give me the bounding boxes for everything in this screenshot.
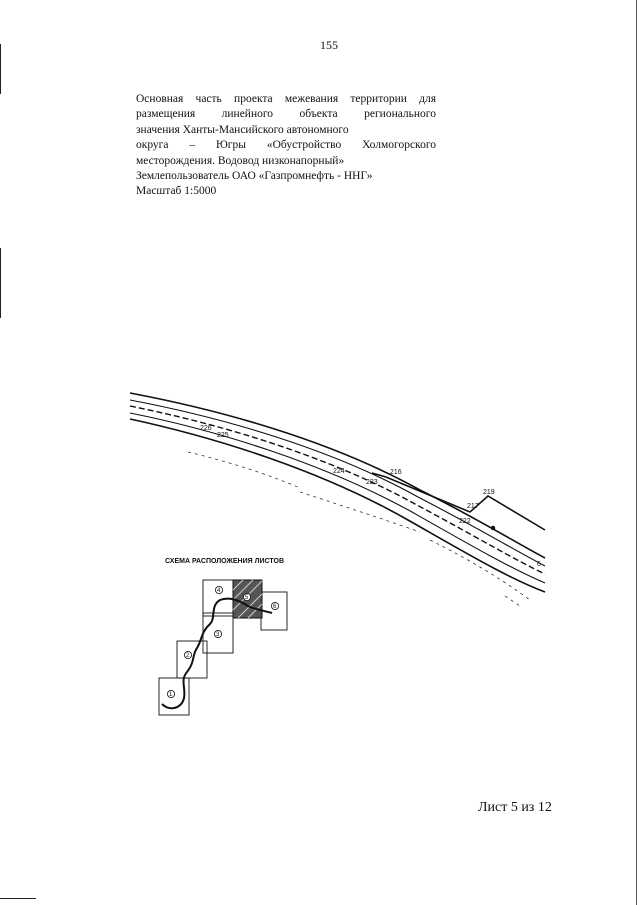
terrain-dash-3 (429, 539, 531, 601)
corridor-line-3 (129, 405, 546, 575)
point-label-225: 225 (217, 432, 229, 439)
sheet-number-4: 4 (217, 588, 221, 594)
header-line-1: Основная часть проекта межевания террито… (136, 93, 436, 105)
sheet-number-1: 1 (169, 692, 173, 698)
scan-edge-mark (636, 0, 637, 905)
terrain-dash-1 (187, 451, 301, 489)
route-line (161, 597, 273, 710)
sheet-number-5: 5 (245, 595, 249, 601)
sheet-number-3: 3 (216, 632, 220, 638)
header-line-5: месторождения. Водовод низконапорный» (136, 154, 345, 167)
sheet-layout-scheme (158, 579, 288, 716)
corridor-line-2 (129, 399, 546, 567)
header-line-6: Землепользователь ОАО «Газпромнефть - НН… (136, 170, 373, 183)
scheme-title: СХЕМА РАСПОЛОЖЕНИЯ ЛИСТОВ (165, 558, 284, 565)
allotment-boundary (371, 472, 546, 531)
header-line-2: размещения линейного объекта регионально… (136, 108, 436, 121)
sheet-frame-2 (176, 640, 208, 679)
point-label-222: 222 (459, 518, 471, 525)
scan-edge-mark (0, 898, 36, 899)
point-label-217: 217 (467, 503, 479, 510)
corridor-line-5 (129, 418, 546, 593)
sheet-number-circle-4 (214, 586, 223, 595)
sheet-number-2: 2 (186, 653, 190, 659)
point-label-216: 216 (390, 469, 402, 476)
vertex-marker (490, 525, 496, 531)
header-line-7: Масштаб 1:5000 (136, 185, 217, 198)
sheet-counter: Лист 5 из 12 (478, 800, 552, 815)
terrain-dash-2 (299, 491, 421, 533)
corridor-line-4 (129, 412, 546, 584)
sheet-frame-1 (158, 677, 190, 716)
sheet-numbers: 1 2 3 4 5 6 (166, 586, 279, 699)
scan-edge-mark (0, 248, 1, 318)
sheet-number-6: 6 (273, 604, 277, 610)
sheet-number-circle-6 (270, 602, 279, 611)
point-label-224: 224 (333, 468, 345, 475)
sheet-number-circle-5 (242, 593, 251, 602)
corridor-lines (129, 392, 546, 593)
document-header: Основная часть проекта межевания террито… (136, 92, 436, 200)
point-label-226: 226 (200, 425, 212, 432)
point-label-cut: 6 (537, 561, 541, 568)
sheet-number-circle-2 (183, 651, 192, 660)
point-label-223: 223 (366, 479, 378, 486)
scan-edge-mark (0, 44, 1, 94)
corridor-line-1 (129, 392, 546, 559)
sheet-number-circle-1 (166, 690, 175, 699)
terrain-dashes (187, 451, 531, 607)
header-line-3: значения Ханты-Мансийского автономного (136, 123, 349, 136)
header-line-4: округа – Югры «Обустройство Холмогорског… (136, 139, 436, 152)
point-label-219: 219 (483, 489, 495, 496)
page-number: 155 (320, 38, 338, 52)
sheet-number-circle-3 (213, 630, 222, 639)
terrain-dash-4 (504, 595, 521, 607)
